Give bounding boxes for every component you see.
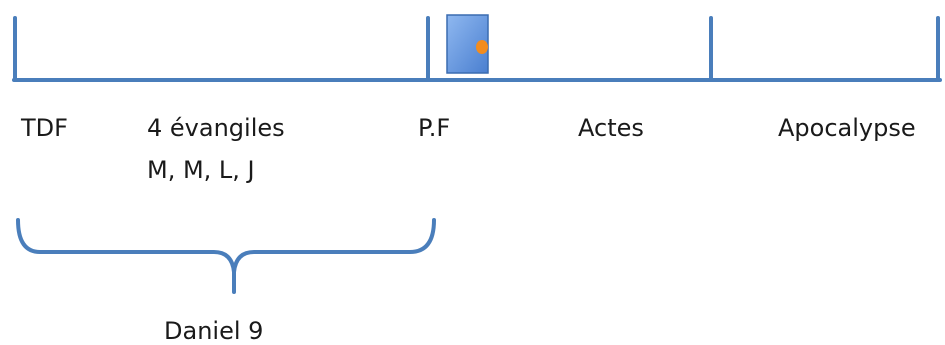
door-knob-dot	[476, 40, 488, 54]
label-daniel-9: Daniel 9	[164, 317, 264, 345]
label-actes: Actes	[578, 114, 644, 142]
label-pf: P.F	[418, 114, 451, 142]
brace-daniel-9	[16, 218, 436, 294]
label-evangiles: 4 évangiles	[147, 114, 285, 142]
label-apocalypse: Apocalypse	[778, 114, 916, 142]
door-marker	[446, 14, 489, 74]
label-evangiles-authors: M, M, L, J	[147, 156, 255, 184]
label-tdf: TDF	[21, 114, 68, 142]
